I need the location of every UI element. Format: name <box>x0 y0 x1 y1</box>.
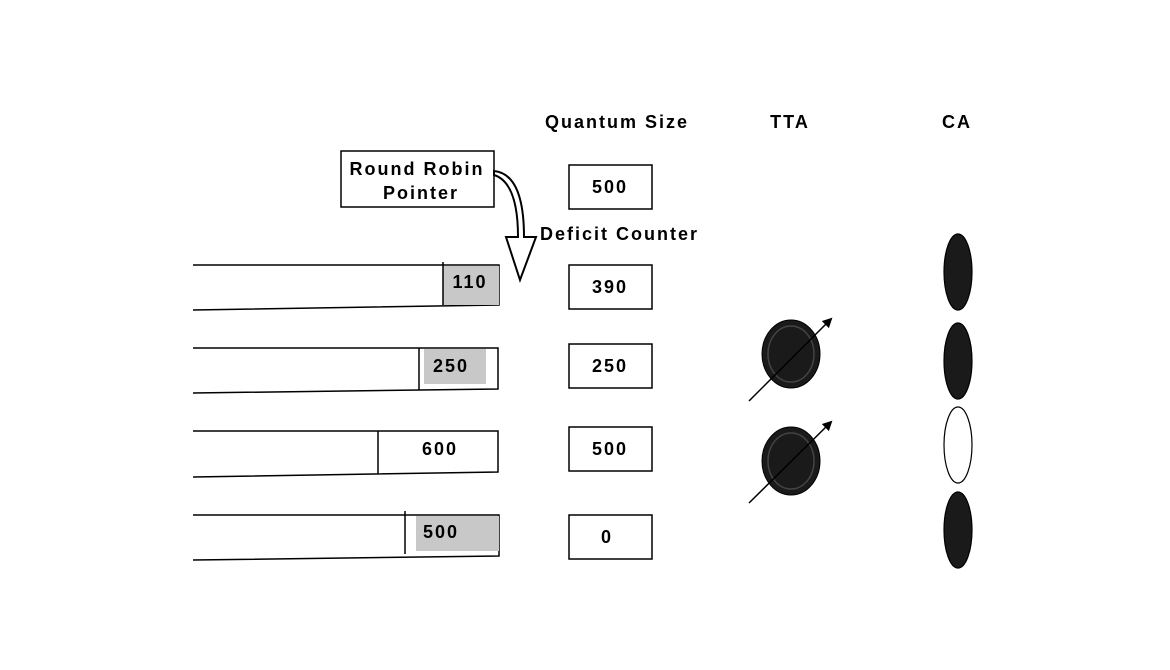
deficit-counter-box <box>568 264 653 310</box>
queue-row: 500 0 <box>192 491 973 569</box>
quantum-size-header: Quantum Size <box>545 112 689 132</box>
quantum-size-value: 500 <box>592 177 628 197</box>
packet-value: 600 <box>422 439 458 459</box>
deficit-counter-value: 250 <box>592 356 628 376</box>
deficit-counter-value: 0 <box>601 527 613 547</box>
queue-row: 600 500 <box>192 406 973 504</box>
deficit-counter-box <box>568 426 653 472</box>
deficit-counter-value: 500 <box>592 439 628 459</box>
tta-symbol-icon <box>748 317 833 402</box>
deficit-counter-box <box>568 343 653 389</box>
round-robin-pointer: Round Robin Pointer <box>340 150 495 208</box>
queue-row: 110 390 <box>192 233 973 311</box>
packet-value: 250 <box>433 356 469 376</box>
pointer-arrow-icon <box>493 169 538 284</box>
ca-symbol-filled <box>943 233 973 311</box>
round-robin-pointer-line1: Round Robin <box>350 159 485 179</box>
quantum-size-box: 500 <box>568 164 653 210</box>
queue-outline <box>192 347 499 394</box>
ca-header: CA <box>942 112 972 132</box>
packet-shading <box>424 349 486 384</box>
deficit-counter-box <box>568 514 653 560</box>
packet-value: 110 <box>452 272 487 292</box>
queue-outline <box>192 430 499 478</box>
deficit-counter-value: 390 <box>592 277 628 297</box>
packet-value: 500 <box>423 522 459 542</box>
ca-symbol-filled <box>943 322 973 400</box>
tta-header: TTA <box>770 112 810 132</box>
deficit-counter-label: Deficit Counter <box>540 224 699 244</box>
ca-symbol-empty <box>943 406 973 484</box>
round-robin-pointer-line2: Pointer <box>383 183 459 203</box>
ca-symbol-filled <box>943 491 973 569</box>
packet-shading <box>443 266 499 305</box>
queue-row: 250 250 <box>192 317 973 402</box>
packet-shading <box>416 516 499 551</box>
tta-symbol-icon <box>748 420 833 504</box>
